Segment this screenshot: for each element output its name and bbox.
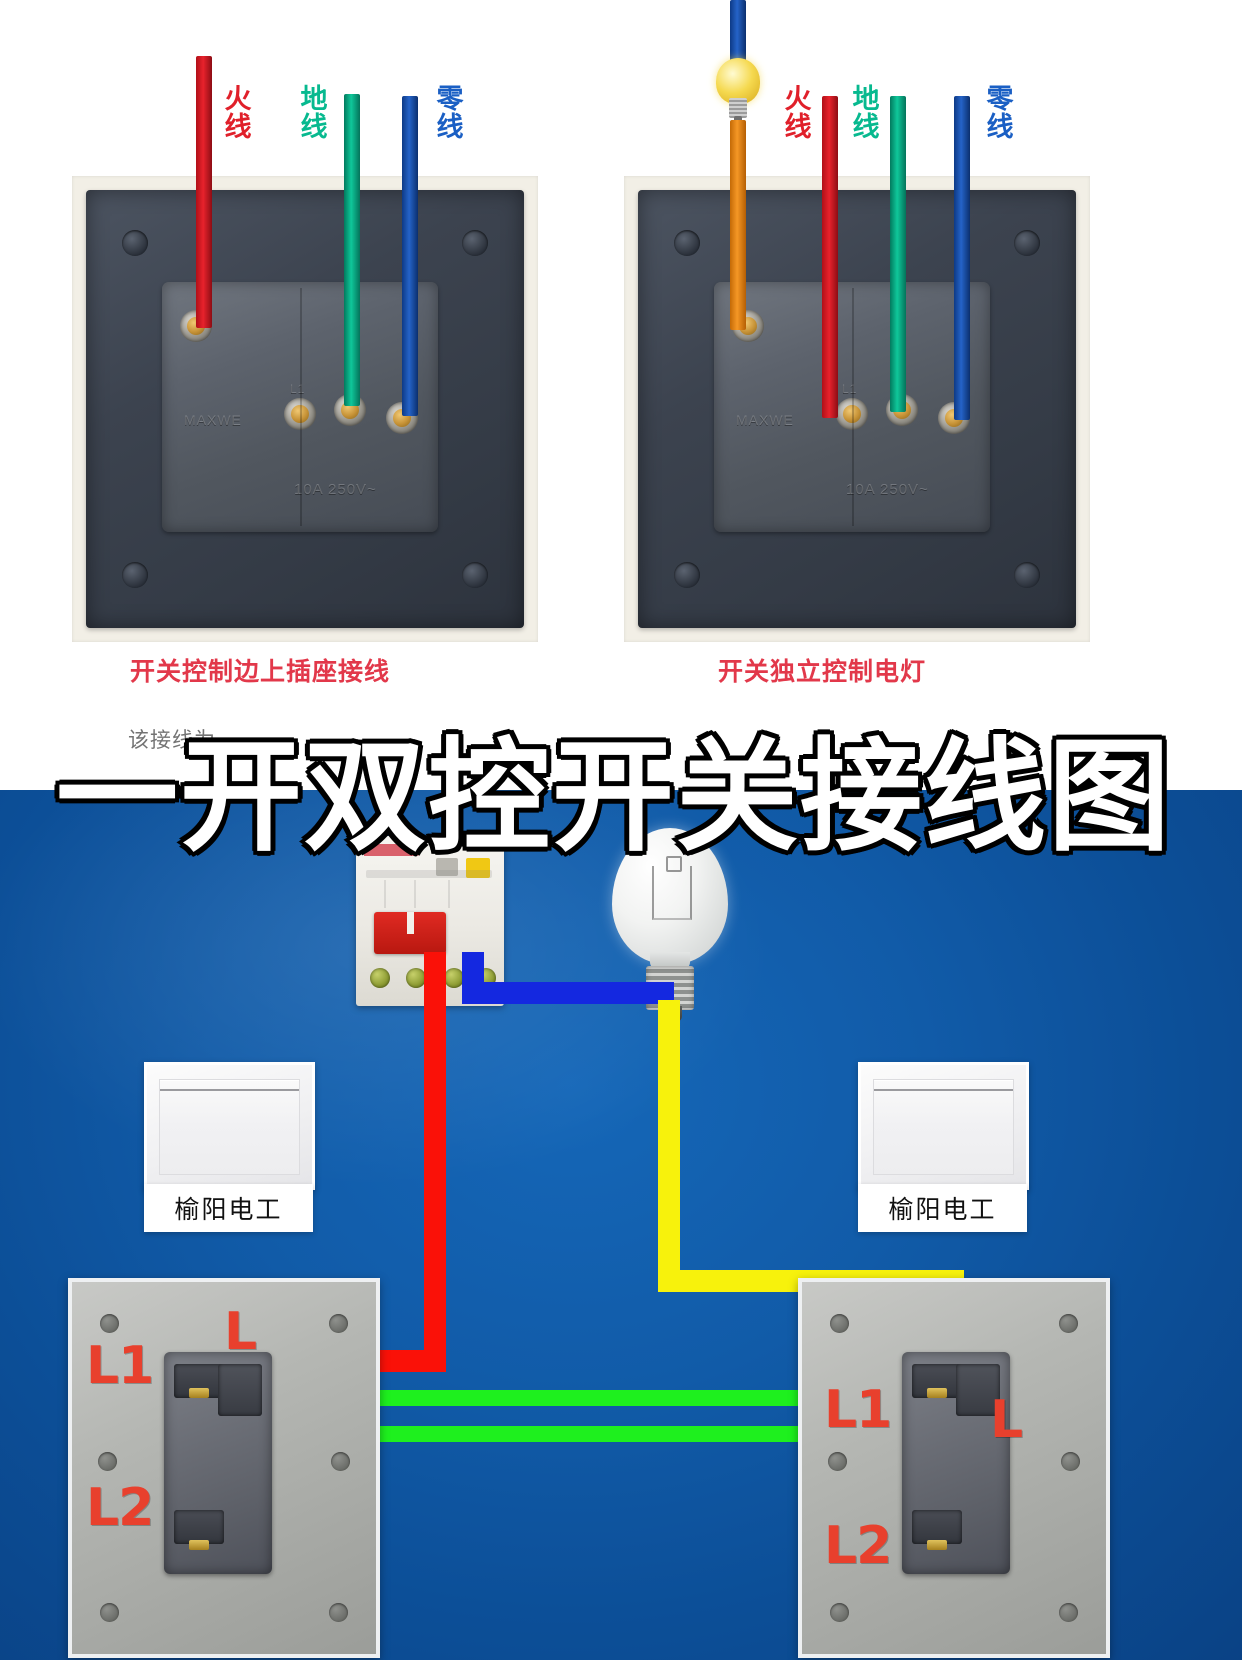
- bulb-filament: [652, 856, 692, 920]
- module-brand-text: MAXWE: [736, 412, 794, 428]
- terminal-node-l1: [927, 1388, 947, 1398]
- switch-terminal-block-right: [902, 1352, 1010, 1574]
- screw-hole-icon: [329, 1603, 348, 1622]
- switch-brand-label-right: 榆阳电工: [858, 1184, 1027, 1232]
- terminal-screw-live: [836, 398, 868, 430]
- screw-hole-icon: [122, 230, 148, 256]
- screw-hole-icon: [329, 1314, 348, 1333]
- wire-neutral-horiz: [462, 982, 674, 1004]
- breaker-marking: [366, 870, 492, 878]
- terminal-label-l1: L1: [824, 1380, 892, 1440]
- bulb-neck: [650, 952, 690, 970]
- socket-photo-left: MAXWE L1 10A 250V~: [72, 176, 538, 642]
- switch-face-right[interactable]: [858, 1062, 1029, 1190]
- wire-label-earth-right: 地 线: [852, 84, 880, 143]
- terminal-node-l2: [189, 1540, 209, 1550]
- wire-live-right: [822, 96, 838, 418]
- socket-photo-right: MAXWE L1 10A 250V~: [624, 176, 1090, 642]
- breaker-print: [378, 880, 478, 908]
- wire-lamp-right: [730, 120, 746, 330]
- terminal-label-l: L: [224, 1302, 257, 1362]
- switch-terminal-block-left: [164, 1352, 272, 1574]
- caption-left: 开关控制边上插座接线: [130, 657, 391, 686]
- two-way-switch-back-right[interactable]: L1 L L2: [798, 1278, 1110, 1658]
- breaker-brand-strip: [364, 844, 496, 856]
- socket-module-left: MAXWE L1 10A 250V~: [162, 282, 438, 532]
- breaker-lever: [374, 912, 446, 954]
- bulb-base: [729, 98, 747, 118]
- caption-right: 开关独立控制电灯: [718, 657, 927, 686]
- two-way-switch-back-left[interactable]: L1 L L2: [68, 1278, 380, 1658]
- switch-brand-label-left: 榆阳电工: [144, 1184, 313, 1232]
- mount-slot-icon: [1061, 1452, 1080, 1471]
- mount-slot-icon: [331, 1452, 350, 1471]
- wall-plate-left: MAXWE L1 10A 250V~: [86, 190, 524, 628]
- module-rating-text: 10A 250V~: [846, 481, 929, 498]
- breaker-terminal-screw: [370, 968, 390, 988]
- terminal-label-l2: L2: [824, 1516, 892, 1576]
- screw-hole-icon: [1014, 562, 1040, 588]
- module-rating-text: 10A 250V~: [294, 481, 377, 498]
- bulb-tip: [734, 116, 742, 123]
- screw-hole-icon: [674, 562, 700, 588]
- screw-hole-icon: [674, 230, 700, 256]
- sub-note-text: 该接线为...: [128, 728, 240, 752]
- terminal-label-l: L: [990, 1390, 1023, 1450]
- breaker-window: [436, 858, 458, 876]
- screw-hole-icon: [462, 562, 488, 588]
- wire-label-live-left: 火 线: [224, 84, 252, 143]
- screw-hole-icon: [462, 230, 488, 256]
- screw-hole-icon: [1059, 1314, 1078, 1333]
- wire-label-neutral-right: 零 线: [986, 84, 1014, 143]
- terminal-slot-l: [218, 1364, 262, 1416]
- wire-neutral-left: [402, 96, 418, 416]
- terminal-slot-l: [956, 1364, 1000, 1416]
- bulb-glass: [716, 58, 760, 104]
- screw-hole-icon: [830, 1314, 849, 1333]
- screw-hole-icon: [1014, 230, 1040, 256]
- breaker-test-button: [466, 858, 490, 878]
- terminal-slot-l2: [912, 1510, 962, 1544]
- mount-slot-icon: [98, 1452, 117, 1471]
- breaker-terminal-screw: [406, 968, 426, 988]
- wire-lamp-vert: [658, 1000, 680, 1292]
- wire-label-neutral-left: 零 线: [436, 84, 464, 143]
- wire-label-live-right: 火 线: [784, 84, 812, 143]
- screw-hole-icon: [1059, 1603, 1078, 1622]
- wire-traveler-a-span: [206, 1390, 910, 1406]
- module-terminal-text: L1: [842, 382, 858, 396]
- bulb-icon-small: [714, 58, 762, 128]
- terminal-slot-l2: [174, 1510, 224, 1544]
- screw-hole-icon: [830, 1603, 849, 1622]
- top-photo-section: MAXWE L1 10A 250V~ 火 线 地 线 零 线: [0, 0, 1242, 790]
- terminal-screw-a: [284, 398, 316, 430]
- switch-face-left[interactable]: [144, 1062, 315, 1190]
- bulb-glass: [612, 828, 728, 964]
- wire-traveler-b-span: [206, 1426, 910, 1442]
- wire-earth-right: [890, 96, 906, 412]
- wire-earth-left: [344, 94, 360, 406]
- module-terminal-text: L1: [290, 382, 306, 396]
- terminal-label-l1: L1: [86, 1336, 154, 1396]
- terminal-node-l1: [189, 1388, 209, 1398]
- terminal-label-l2: L2: [86, 1478, 154, 1538]
- wire-live-left: [196, 56, 212, 328]
- screw-hole-icon: [122, 562, 148, 588]
- wall-plate-right: MAXWE L1 10A 250V~: [638, 190, 1076, 628]
- wire-live-vert: [424, 952, 446, 1372]
- wire-neutral-right: [954, 96, 970, 420]
- switch-rocker[interactable]: [159, 1079, 300, 1175]
- switch-rocker[interactable]: [873, 1079, 1014, 1175]
- terminal-node-l2: [927, 1540, 947, 1550]
- socket-module-right: MAXWE L1 10A 250V~: [714, 282, 990, 532]
- screw-hole-icon: [100, 1314, 119, 1333]
- mount-slot-icon: [828, 1452, 847, 1471]
- screw-hole-icon: [100, 1603, 119, 1622]
- module-brand-text: MAXWE: [184, 412, 242, 428]
- wire-label-earth-left: 地 线: [300, 84, 328, 143]
- page-title: 一开双控开关接线图: [53, 726, 1174, 868]
- breaker-terminal-screw: [444, 968, 464, 988]
- wire-bulb-top-right: [730, 0, 746, 62]
